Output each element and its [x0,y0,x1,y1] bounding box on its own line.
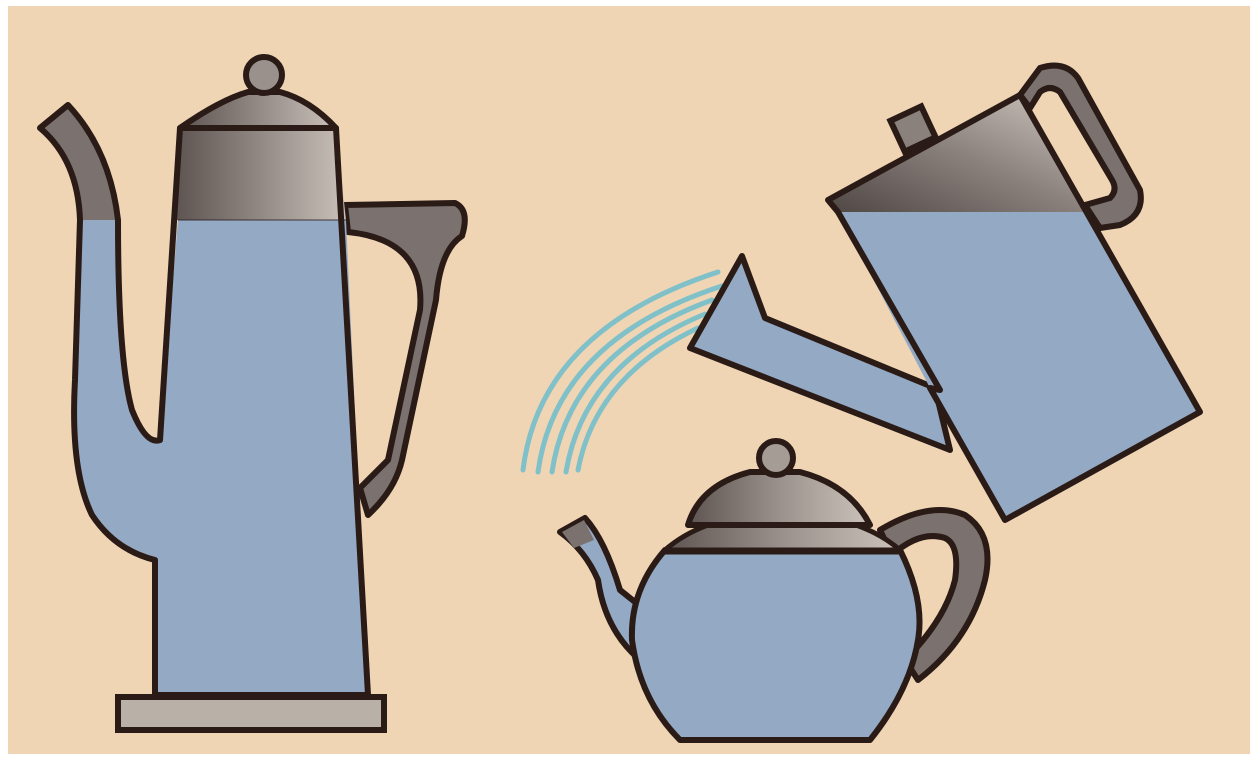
teapot-knob [759,441,793,475]
coffee-pot-upper [176,130,346,220]
teapot-body [632,550,920,740]
coffee-pot-knob [246,57,282,93]
coffee-pot-base [118,697,384,730]
